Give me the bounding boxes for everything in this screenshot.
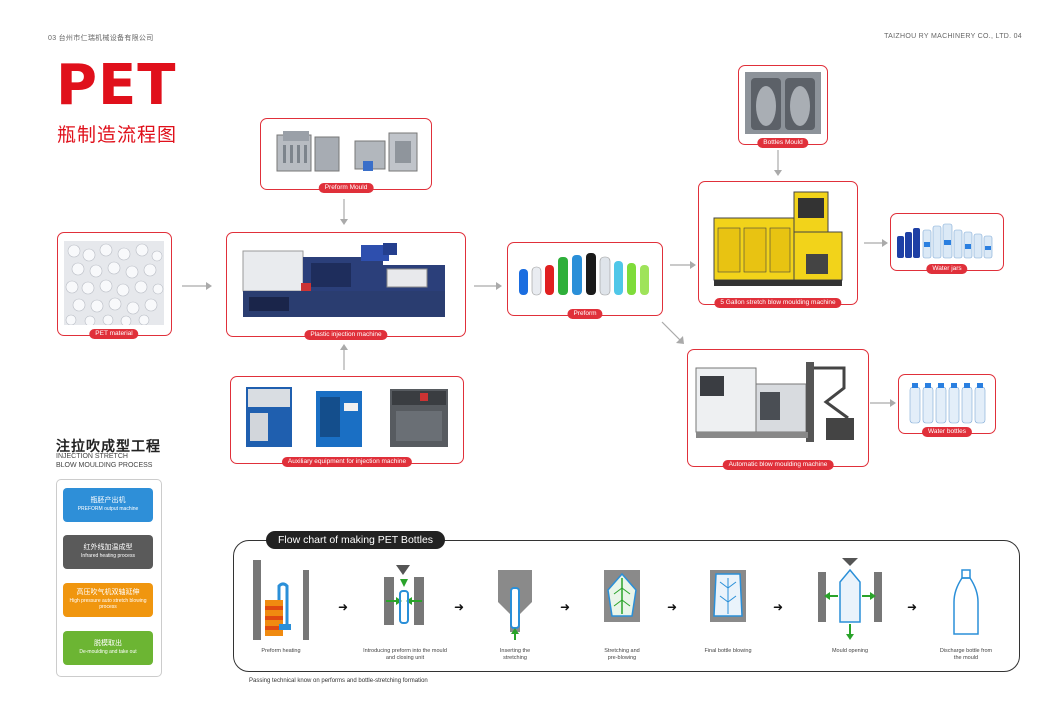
process-title-cn: 注拉吹成型工程 [56,438,161,454]
pet-pellets-image [64,241,164,325]
flow-step-caption: Preform heating [261,648,301,654]
mould-opening-icon [818,558,882,640]
arrow-right-icon [182,282,212,290]
preform-mould-label: Preform Mould [318,183,374,193]
step-demoulding: 脱模取出 De-moulding and take out [63,631,153,665]
arrow-right-icon: ➜ [454,600,465,614]
arrow-right-icon [474,282,502,290]
process-title-en-2: BLOW MOULDING PROCESS [56,462,153,469]
bottles-mould-box: Bottles Mould [738,65,828,148]
gallon-machine-box: 5 Gallon stretch blow moulding machine [698,181,858,308]
flow-chart-panel [233,540,1020,672]
step-high-pressure-blowing: 高压吹气机双轴延伸 High pressure auto stretch blo… [63,583,153,617]
bottles-mould-label: Bottles Mould [757,138,809,148]
auxiliary-equipment-box: Auxiliary equipment for injection machin… [230,376,464,467]
auto-machine-box: Automatic blow moulding machine [687,349,869,470]
process-title-en-1: INJECTION STRETCH [56,453,128,460]
arrow-right-icon [864,239,888,247]
step-cn: 红外线加温成型 [83,544,133,551]
arrow-up-icon [340,344,348,370]
water-bottles-label: Water bottles [921,427,973,437]
title-pet: PET [56,53,177,118]
arrow-right-icon: ➜ [773,600,784,614]
arrow-down-icon [774,150,782,176]
final-blowing-icon [710,570,746,622]
step-cn: 脱模取出 [94,640,122,647]
stretch-rod-icon [498,570,532,640]
preform-samples-image [519,253,649,296]
injection-machine-label: Plastic injection machine [304,330,388,340]
header-right: TAIZHOU RY MACHINERY CO., LTD. 04 [884,33,1022,40]
auto-machine-image [695,362,854,442]
water-jars-image [897,223,993,259]
preform-heating-icon [253,560,309,640]
flow-chart-title: Flow chart of making PET Bottles [266,531,446,549]
injection-machine-image [242,243,445,317]
arrow-right-icon: ➜ [907,600,918,614]
flow-step-caption: Introducing preform into the mould and c… [363,648,447,661]
process-steps-panel: 瓶胚产出机 PREFORM output machine 红外线加温成型 Inf… [56,479,162,677]
header-left: 03 台州市仁瑞机械设备有限公司 [48,35,154,42]
arrow-right-icon: ➜ [560,600,571,614]
step-en: Infrared heating process [81,553,135,559]
flow-step-caption: Stretching and pre-blowing [604,648,640,661]
mould-closing-icon [384,565,424,625]
auto-machine-label: Automatic blow moulding machine [722,460,834,470]
step-cn: 瓶胚产出机 [90,497,126,504]
arrow-right-icon: ➜ [667,600,678,614]
step-en: De-moulding and take out [79,649,137,655]
preform-label: Preform [567,309,603,319]
step-en: High pressure auto stretch blowing proce… [69,598,147,610]
water-jars-box: Water jars [890,213,1004,274]
auxiliary-equipment-label: Auxiliary equipment for injection machin… [281,457,413,467]
flow-step-caption: Mould opening [831,648,869,654]
auxiliary-equipment-image [246,387,448,447]
arrow-right-icon [670,261,696,269]
flow-step-caption: Final bottle blowing [704,648,752,654]
preform-box: Preform [507,242,663,319]
step-cn: 高压吹气机双轴延伸 [76,589,140,596]
pre-blowing-icon [604,570,640,622]
step-en: PREFORM output machine [77,506,139,512]
title-subtitle: 瓶制造流程图 [57,125,178,146]
flow-step-caption: Inserting the stretching [499,648,531,661]
arrow-right-icon: ➜ [338,600,349,614]
pet-material-label: PET material [89,329,139,339]
water-bottles-image [909,383,986,424]
gallon-machine-label: 5 Gallon stretch blow moulding machine [714,298,842,308]
water-jars-label: Water jars [926,264,968,274]
bottle-output-icon [953,569,979,635]
arrow-diagonal-icon [661,321,684,344]
bottles-mould-image [745,72,821,134]
arrow-right-icon [870,399,896,407]
flow-step-caption: Discharge bottle from the mould [939,648,993,661]
step-preform-output: 瓶胚产出机 PREFORM output machine [63,488,153,522]
gallon-machine-image [713,191,843,286]
preform-mould-box: Preform Mould [260,118,432,193]
step-infrared-heating: 红外线加温成型 Infrared heating process [63,535,153,569]
preform-mould-image [276,131,418,172]
flow-footnote: Passing technical know on performs and b… [249,678,428,684]
injection-machine-box: Plastic injection machine [226,232,466,340]
arrow-down-icon [340,199,348,225]
pet-material-box: PET material [57,232,172,339]
water-bottles-box: Water bottles [898,374,996,437]
